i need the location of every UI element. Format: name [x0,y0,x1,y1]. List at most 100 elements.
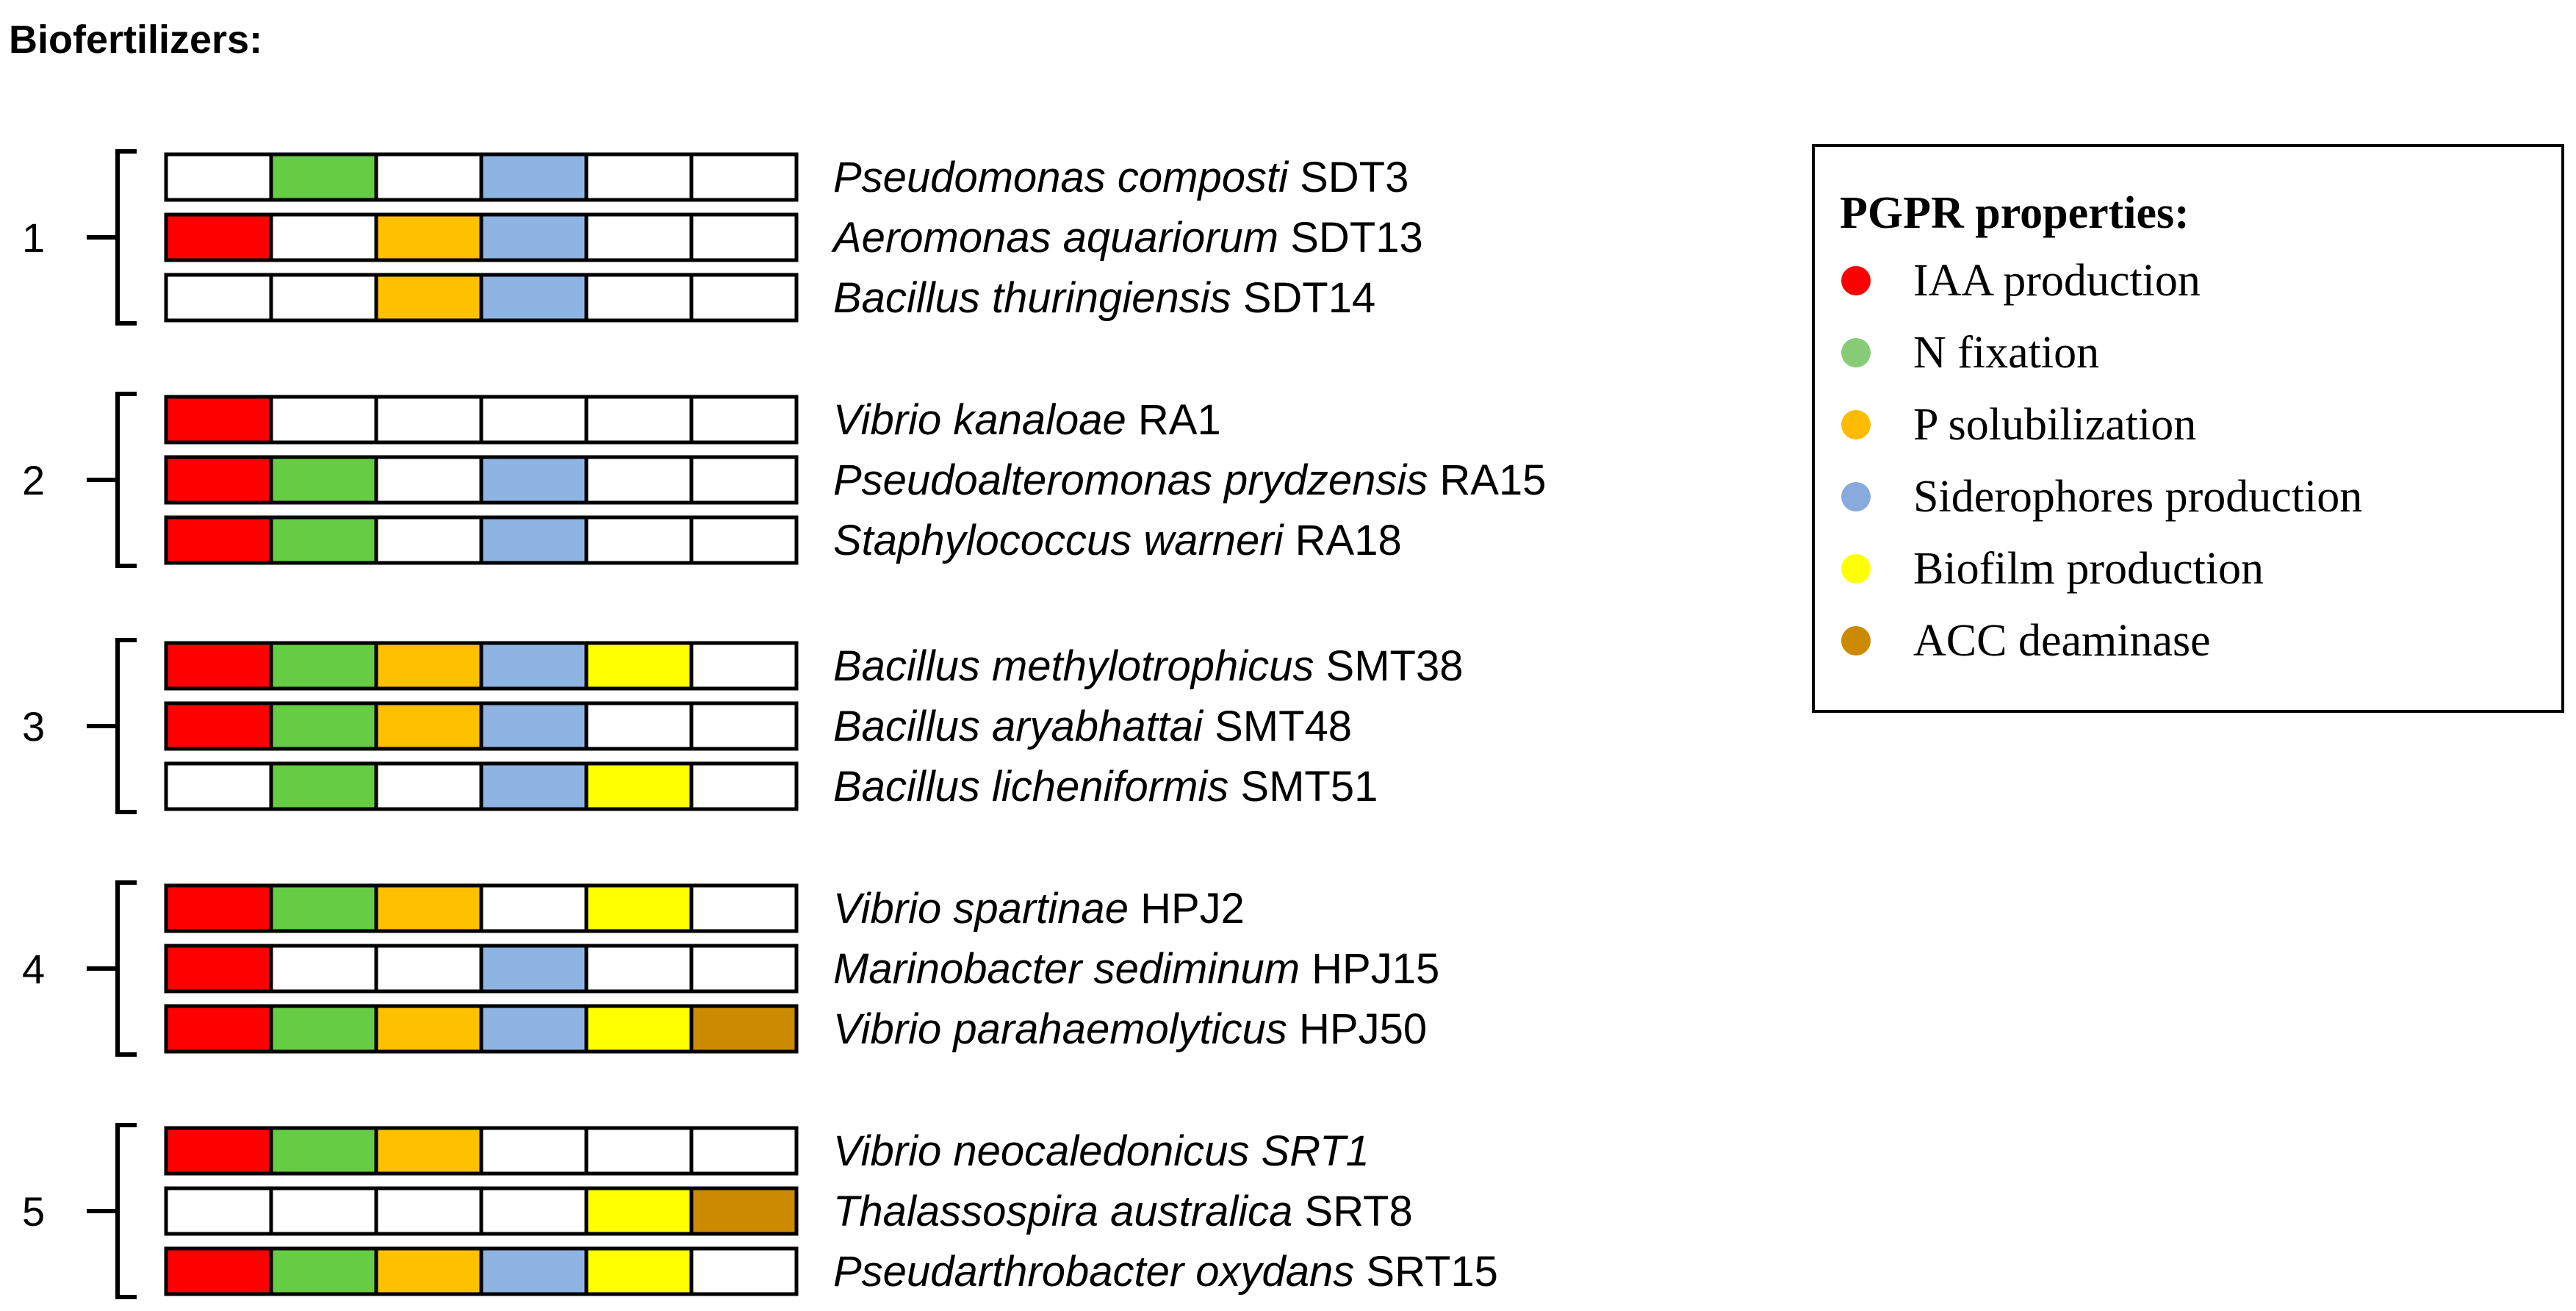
trait-cell-3 [374,701,483,751]
trait-cell-1 [164,455,273,505]
strain-code: SDT13 [1278,214,1423,262]
trait-cell-3 [374,395,483,445]
legend-items: IAA production N fixation P solubilization… [1841,256,2362,666]
trait-cell-2 [269,701,378,751]
strain-code: RA18 [1284,517,1402,564]
species-name: Vibrio spartinae [833,885,1129,933]
species-name: Bacillus methylotrophicus [833,642,1314,690]
strain-name: Aeromonas aquariorum SDT13 [831,214,1423,262]
trait-cell-4 [479,152,589,202]
strain-row: Vibrio spartinae HPJ2 [164,883,1245,933]
strain-name: Thalassospira australica SRT8 [833,1188,1413,1235]
trait-cell-1 [164,1246,273,1296]
group-bracket [87,880,137,1057]
trait-cell-6 [689,1004,799,1054]
trait-cell-6 [689,152,799,202]
legend-item: ACC deaminase [1841,616,2211,666]
trait-cell-4 [479,1004,589,1054]
trait-cell-6 [689,1246,799,1296]
group-bracket [87,638,137,814]
trait-cell-5 [584,1186,694,1236]
trait-cell-5 [584,1126,694,1176]
legend-label: P solubilization [1913,400,2196,450]
trait-cell-6 [689,455,799,505]
strain-row: Bacillus licheniformis SMT51 [164,761,1378,811]
trait-cell-2 [269,395,378,445]
strain-name: Bacillus methylotrophicus SMT38 [833,642,1463,690]
trait-cell-4 [479,455,589,505]
group-label: 2 [22,457,45,503]
trait-cell-5 [584,1246,694,1296]
trait-cell-1 [164,1186,273,1236]
strain-code: HPJ2 [1129,885,1245,933]
legend-dot-icon [1841,266,1871,295]
trait-cell-2 [269,273,378,323]
strain-row: Pseudoalteromonas prydzensis RA15 [164,455,1546,505]
trait-cell-6 [689,701,799,751]
strain-row: Bacillus methylotrophicus SMT38 [164,641,1463,691]
species-name: Bacillus aryabhattai [833,703,1204,750]
strain-row: Bacillus thuringiensis SDT14 [164,273,1375,323]
trait-cell-1 [164,395,273,445]
species-name: Bacillus thuringiensis [833,274,1231,322]
trait-cell-2 [269,761,378,811]
trait-cell-2 [269,1004,378,1054]
strain-code: SDT3 [1288,154,1408,201]
trait-cell-1 [164,944,273,994]
strain-code: SDT14 [1231,274,1376,322]
trait-cell-3 [374,641,483,691]
trait-cell-3 [374,1186,483,1236]
strain-name: Bacillus thuringiensis SDT14 [833,274,1375,322]
trait-cell-3 [374,1246,483,1296]
strain-row: Staphylococcus warneri RA18 [164,515,1402,565]
trait-cell-4 [479,212,589,262]
trait-cell-6 [689,641,799,691]
trait-cell-5 [584,395,694,445]
strain-name: Pseudoalteromonas prydzensis RA15 [833,456,1546,504]
legend-box [1812,144,2564,713]
trait-cell-6 [689,1186,799,1236]
trait-cell-1 [164,152,273,202]
strain-row: Vibrio neocaledonicus SRT1 [164,1126,1370,1176]
species-name: Pseudarthrobacter oxydans [833,1248,1354,1296]
species-name: Thalassospira australica [833,1188,1292,1235]
strain-name: Marinobacter sediminum HPJ15 [833,945,1439,993]
trait-cell-5 [584,273,694,323]
trait-cell-3 [374,273,483,323]
trait-cell-2 [269,883,378,933]
trait-cell-4 [479,515,589,565]
strain-row: Thalassospira australica SRT8 [164,1186,1413,1236]
trait-cell-5 [584,455,694,505]
trait-cell-3 [374,152,483,202]
legend-item: P solubilization [1841,400,2196,450]
legend-label: Siderophores production [1913,472,2362,522]
group-label: 1 [22,215,45,261]
legend-item: Siderophores production [1841,472,2362,522]
strain-code: SRT15 [1354,1248,1498,1296]
strain-name: Vibrio kanaloae RA1 [833,396,1221,444]
trait-cell-3 [374,212,483,262]
trait-cell-2 [269,152,378,202]
trait-cell-6 [689,273,799,323]
strain-name: Vibrio neocaledonicus SRT1 [833,1127,1370,1175]
legend-label: ACC deaminase [1913,616,2211,666]
legend-item: N fixation [1841,328,2099,378]
strain-row: Pseudomonas composti SDT3 [164,152,1408,202]
trait-cell-6 [689,1126,799,1176]
legend-label: IAA production [1913,256,2201,306]
trait-cell-5 [584,1004,694,1054]
trait-cell-3 [374,515,483,565]
species-name: Bacillus licheniformis [833,763,1228,811]
trait-cell-4 [479,761,589,811]
strain-name: Bacillus licheniformis SMT51 [833,763,1378,811]
trait-cell-1 [164,273,273,323]
group-bracket [87,149,137,326]
strain-row: Vibrio kanaloae RA1 [164,395,1221,445]
trait-cell-2 [269,1186,378,1236]
